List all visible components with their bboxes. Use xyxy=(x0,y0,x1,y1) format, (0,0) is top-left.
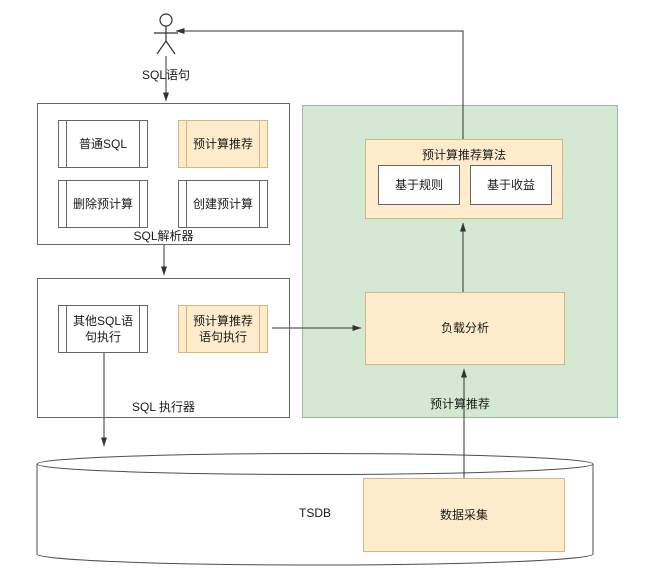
node-load-analysis: 负载分析 xyxy=(365,292,565,365)
arrow-algorithm-to-actor xyxy=(175,28,464,139)
tsdb-label: TSDB xyxy=(298,506,331,520)
actor-icon xyxy=(154,13,178,55)
sql-parser-container xyxy=(37,103,290,245)
recommend-algorithm-title: 预计算推荐算法 xyxy=(421,148,506,162)
node-normal-sql: 普通SQL xyxy=(58,120,148,168)
recommend-area-label: 预计算推荐 xyxy=(429,397,490,411)
node-benefit-based: 基于收益 xyxy=(470,165,552,205)
node-recommend-sql-exec: 预计算推荐语句执行 xyxy=(178,305,268,353)
sql-parser-title: SQL解析器 xyxy=(133,229,194,243)
node-precompute-recommend: 预计算推荐 xyxy=(178,120,268,168)
node-other-sql-exec: 其他SQL语句执行 xyxy=(58,305,148,353)
node-data-collect: 数据采集 xyxy=(363,478,565,552)
actor-flow-label: SQL语句 xyxy=(141,68,190,82)
sql-executor-title: SQL 执行器 xyxy=(132,400,195,414)
node-delete-precompute: 删除预计算 xyxy=(58,180,148,228)
node-rule-based: 基于规则 xyxy=(378,165,460,205)
sql-executor-container xyxy=(37,278,290,418)
node-create-precompute: 创建预计算 xyxy=(178,180,268,228)
